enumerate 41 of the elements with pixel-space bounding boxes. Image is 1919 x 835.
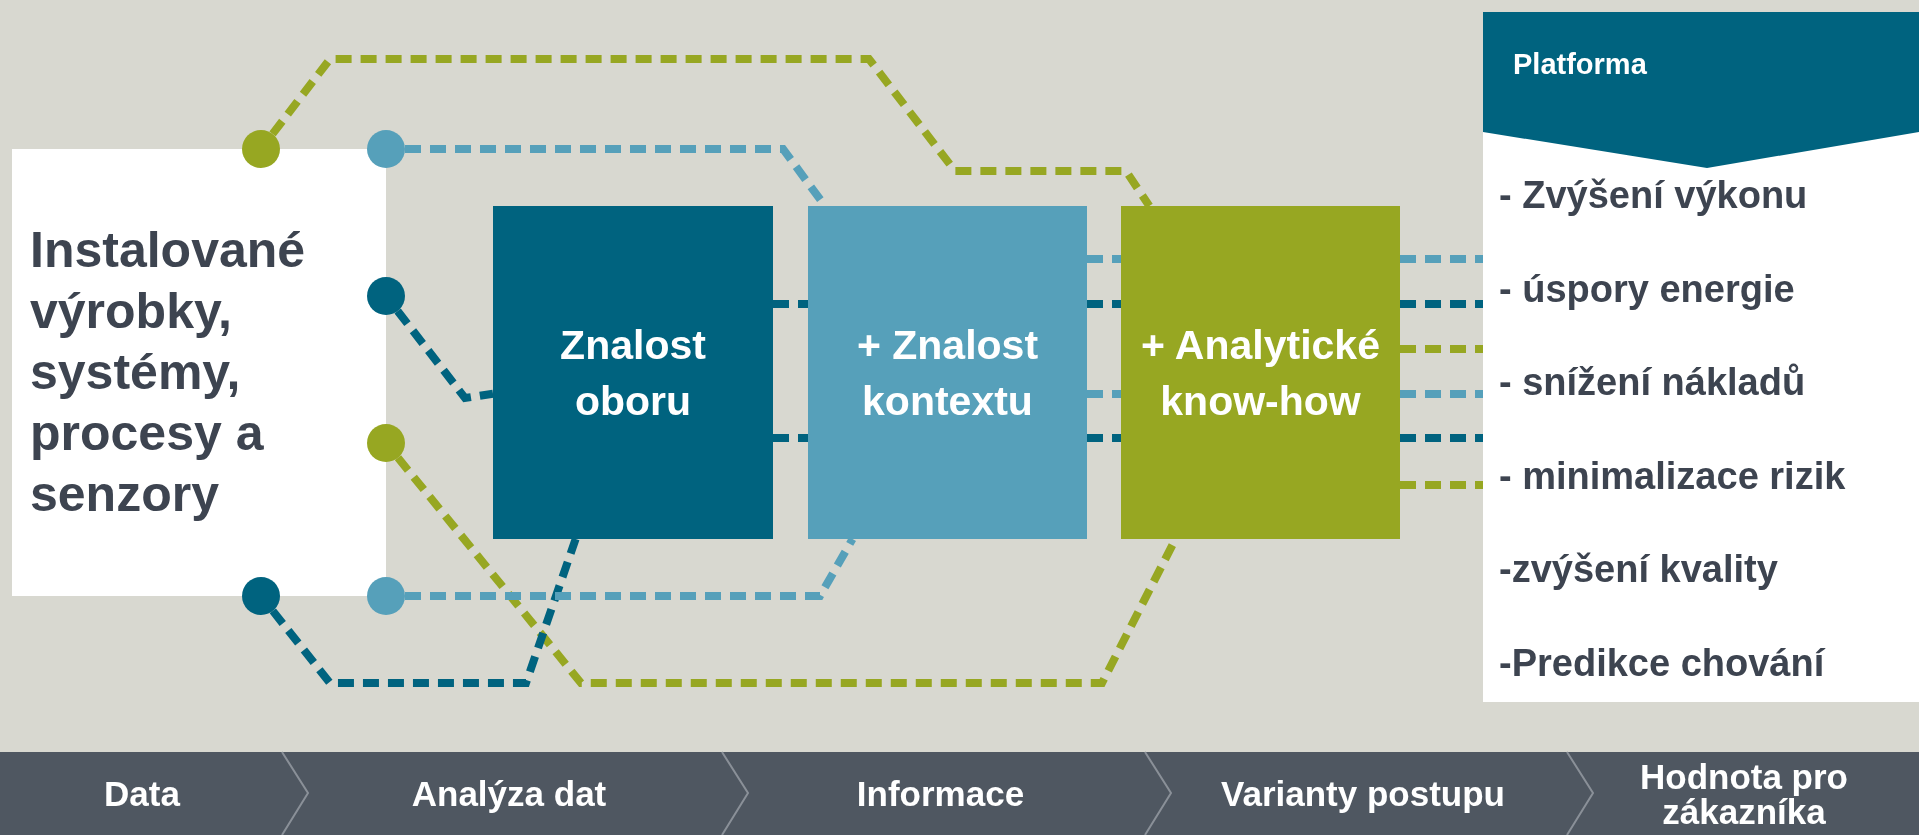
dashed-connector: [773, 300, 808, 308]
dashed-connector: [1087, 300, 1121, 308]
dashed-connector: [773, 434, 808, 442]
box-label: + Analytické know-how: [1140, 320, 1381, 426]
connector-dot: [367, 130, 405, 168]
dashed-connector: [1400, 255, 1483, 263]
benefit-item: -zvýšení kvality: [1499, 548, 1778, 592]
process-box: [493, 206, 773, 539]
dashed-connector: [1087, 390, 1121, 398]
dashed-connector: [1400, 481, 1483, 489]
box-label: Znalost oboru: [559, 320, 707, 426]
process-box: [808, 206, 1087, 539]
benefit-item: -Predikce chování: [1499, 642, 1825, 685]
connector-dot: [367, 577, 405, 615]
process-step: [1579, 752, 1919, 835]
dashed-connector: [1400, 434, 1483, 442]
dashed-connector: [1400, 390, 1483, 398]
benefit-item: - minimalizace rizik: [1499, 454, 1846, 498]
dashed-connector: [269, 55, 1153, 209]
process-box: [1121, 206, 1400, 539]
step-label: Hodnota pro zákazníka: [1639, 758, 1849, 829]
dashed-connector: [1087, 255, 1121, 263]
dashed-connector: [1400, 345, 1483, 353]
benefit-item: - Zvýšení výkonu: [1499, 174, 1808, 217]
process-step: [0, 752, 294, 835]
step-label: Informace: [856, 776, 1025, 811]
platform-panel: [1483, 12, 1919, 702]
dashed-connector: [1400, 300, 1483, 308]
dashed-connector: [1087, 434, 1121, 442]
step-label: Varianty postupu: [1221, 776, 1505, 811]
dashed-connector: [405, 537, 856, 600]
dashed-connector: [269, 537, 580, 687]
box-label: Instalované výrobky, systémy, procesy a senzory: [30, 221, 307, 524]
benefit-item: - úspory energie: [1499, 267, 1795, 311]
dashed-connector: [394, 308, 494, 403]
benefit-item: - snížení nákladů: [1499, 361, 1806, 405]
step-label: Analýza dat: [411, 776, 607, 811]
step-label: Data: [104, 776, 180, 811]
box-label: + Znalost kontextu: [855, 320, 1040, 426]
panel-title: Platforma: [1513, 48, 1647, 81]
text-box: [12, 149, 386, 596]
